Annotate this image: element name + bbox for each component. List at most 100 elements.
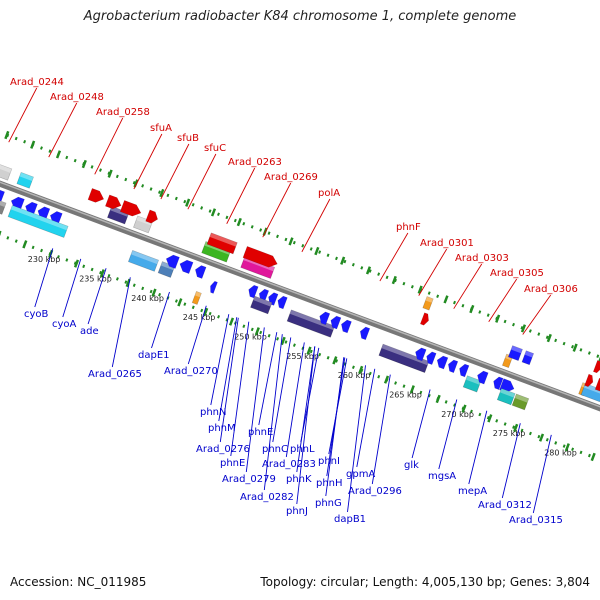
major-tick bbox=[546, 333, 552, 343]
leader-lines-group bbox=[8, 87, 552, 514]
scale-label: 275 kbp bbox=[493, 429, 526, 438]
gene-arrow bbox=[119, 200, 142, 217]
gene-label: phnE bbox=[248, 427, 273, 438]
gene-arrow bbox=[242, 246, 278, 268]
gene-feature-blue bbox=[477, 370, 489, 385]
gene-label: Arad_0258 bbox=[96, 107, 150, 118]
gene-box bbox=[127, 250, 159, 272]
leader-line bbox=[522, 294, 552, 335]
major-tick bbox=[159, 188, 165, 198]
gene-feature-skyblue bbox=[580, 383, 600, 403]
gene-arrow bbox=[277, 295, 288, 310]
gene-feature-red bbox=[87, 188, 105, 203]
major-tick bbox=[236, 217, 242, 227]
leader-line bbox=[379, 232, 409, 282]
gene-feature-navy bbox=[286, 309, 336, 338]
gene-arrow bbox=[415, 347, 427, 362]
accession-text: Accession: NC_011985 bbox=[10, 575, 147, 589]
major-tick bbox=[383, 375, 390, 384]
gene-label: dapE1 bbox=[138, 350, 170, 361]
gene-feature-teal bbox=[496, 388, 516, 406]
gene-feature-blue bbox=[459, 363, 470, 378]
major-tick bbox=[280, 336, 286, 346]
leader-line bbox=[488, 278, 518, 323]
gene-feature-orange bbox=[422, 296, 434, 311]
gene-label: Arad_0305 bbox=[490, 268, 544, 279]
backbone-highlight bbox=[0, 181, 600, 408]
major-tick bbox=[210, 208, 217, 217]
gene-arrow bbox=[210, 280, 218, 294]
leader-line bbox=[258, 332, 278, 426]
topology-text: Topology: circular; Length: 4,005,130 bp… bbox=[260, 575, 590, 589]
gene-label: sfuA bbox=[150, 123, 172, 134]
gene-label: phnF bbox=[396, 222, 421, 233]
gene-feature-red bbox=[594, 377, 600, 392]
scale-label: 250 kbp bbox=[234, 332, 267, 341]
gene-feature-olive bbox=[511, 393, 530, 411]
gene-label: sfuC bbox=[204, 143, 226, 154]
major-tick bbox=[520, 324, 527, 333]
gene-feature-blue bbox=[165, 254, 180, 269]
gene-arrow bbox=[592, 360, 600, 374]
major-tick bbox=[30, 140, 36, 149]
gene-box bbox=[286, 309, 336, 338]
gene-label: cyoB bbox=[24, 309, 49, 320]
gene-box-shine bbox=[209, 232, 238, 247]
gene-box bbox=[191, 291, 202, 305]
gene-label: Arad_0276 bbox=[196, 444, 250, 455]
leader-line bbox=[187, 305, 207, 365]
backbone-line bbox=[0, 180, 600, 412]
gene-arrow bbox=[459, 363, 470, 378]
leader-line bbox=[418, 248, 448, 296]
gene-label: Arad_0283 bbox=[262, 459, 316, 470]
gene-arrow bbox=[499, 378, 515, 393]
gene-box bbox=[580, 383, 600, 403]
major-tick bbox=[417, 285, 423, 294]
gene-box bbox=[206, 232, 238, 255]
gene-box-shine bbox=[110, 206, 129, 217]
gene-label: phnI bbox=[318, 456, 340, 467]
gene-feature-red bbox=[242, 246, 278, 268]
gene-label: Arad_0270 bbox=[164, 366, 218, 377]
major-tick bbox=[358, 365, 364, 375]
gene-box bbox=[507, 345, 523, 361]
gene-arrow bbox=[105, 194, 122, 210]
leader-line bbox=[8, 87, 38, 143]
gene-label: Arad_0301 bbox=[420, 238, 474, 249]
leader-line bbox=[532, 434, 552, 514]
gene-feature-skyblue bbox=[127, 250, 159, 272]
gene-feature-blue bbox=[448, 359, 459, 374]
gene-arrow bbox=[145, 209, 158, 224]
gene-box-shine bbox=[131, 250, 159, 265]
major-tick bbox=[365, 266, 372, 275]
gene-box-shine bbox=[381, 344, 429, 366]
gene-box-shine bbox=[505, 354, 513, 361]
gene-box bbox=[496, 388, 516, 406]
leader-line bbox=[62, 258, 82, 318]
gene-feature-red bbox=[419, 312, 429, 326]
major-tick bbox=[340, 256, 346, 265]
major-tick bbox=[495, 314, 501, 323]
backbone-group bbox=[0, 180, 600, 412]
scale-label: 270 kbp bbox=[441, 410, 474, 419]
gene-feature-blue bbox=[195, 265, 207, 279]
gene-box-shine bbox=[511, 345, 523, 354]
major-tick bbox=[314, 246, 320, 256]
major-tick bbox=[590, 452, 596, 462]
leader-line bbox=[263, 334, 283, 491]
gene-arrow bbox=[341, 319, 352, 334]
leader-line bbox=[301, 198, 331, 253]
gene-label: phnN bbox=[200, 407, 227, 418]
gene-box bbox=[511, 393, 530, 411]
major-tick bbox=[564, 443, 570, 452]
gene-label: phnK bbox=[286, 474, 312, 485]
scale-label: 255 kbp bbox=[286, 352, 319, 361]
major-tick bbox=[81, 159, 87, 169]
leader-line bbox=[34, 248, 54, 308]
gene-feature-blue bbox=[360, 326, 371, 341]
gene-arrow bbox=[179, 259, 194, 274]
gene-label: Arad_0303 bbox=[455, 253, 509, 264]
major-tick bbox=[55, 150, 62, 159]
leader-line bbox=[501, 423, 521, 499]
